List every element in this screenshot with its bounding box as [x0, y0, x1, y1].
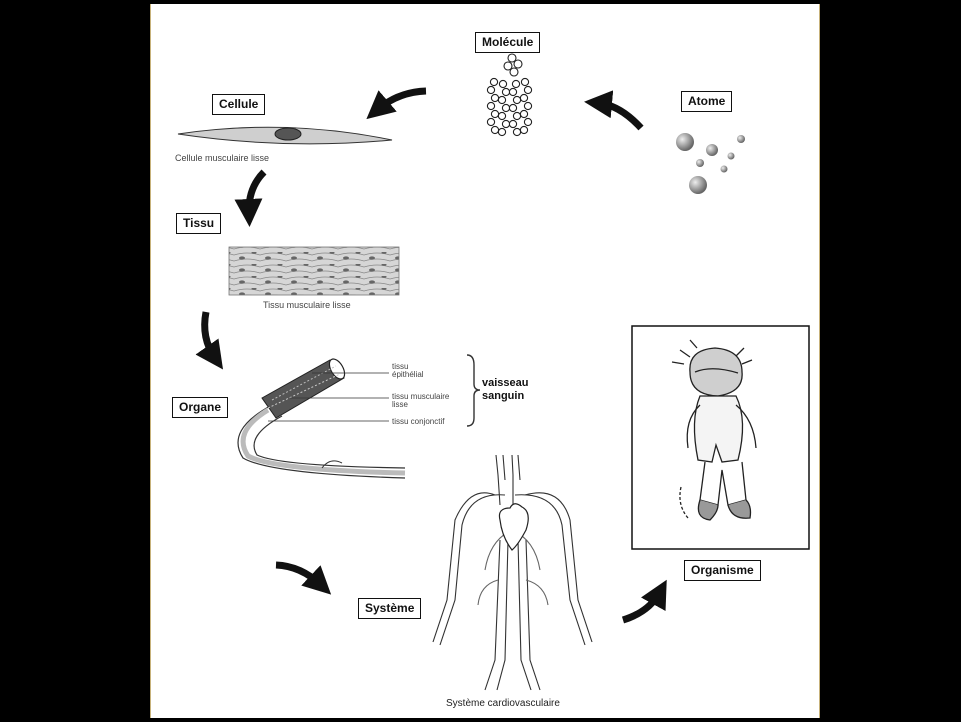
heart	[499, 504, 528, 550]
level-box-cellule: Cellule	[212, 94, 265, 115]
smooth-muscle-tissue	[229, 247, 399, 295]
caption-tissu: Tissu musculaire lisse	[263, 300, 351, 310]
level-box-atome: Atome	[681, 91, 732, 112]
arrow-molecule-to-cellule	[377, 91, 426, 110]
arrow-tissu-to-organe	[205, 312, 215, 358]
molecule-drawing	[487, 54, 531, 136]
label-tissu-conjonctif: tissu conjonctif	[392, 418, 444, 426]
level-box-organisme: Organisme	[684, 560, 761, 581]
label-tissu-musculaire-2: lisse	[392, 401, 408, 409]
arrow-organe-to-systeme	[276, 565, 321, 585]
arrow-atome-to-molecule	[598, 103, 641, 128]
arrow-cellule-to-tissu	[249, 172, 264, 213]
atom-spheres	[676, 133, 745, 194]
cardiovascular-system	[433, 455, 592, 690]
smooth-muscle-cell	[178, 127, 392, 144]
caption-cellule: Cellule musculaire lisse	[175, 153, 269, 163]
level-box-systeme: Système	[358, 598, 421, 619]
label-tissu-epithelial-2: épithélial	[392, 371, 424, 379]
level-box-organe: Organe	[172, 397, 228, 418]
blood-vessel-organ	[238, 356, 405, 478]
caption-systeme: Système cardiovasculaire	[446, 698, 560, 709]
label-sanguin: sanguin	[482, 390, 524, 403]
level-box-molecule: Molécule	[475, 32, 540, 53]
level-box-tissu: Tissu	[176, 213, 221, 234]
label-vaisseau: vaisseau	[482, 377, 528, 390]
arrow-systeme-to-organisme	[623, 592, 660, 620]
